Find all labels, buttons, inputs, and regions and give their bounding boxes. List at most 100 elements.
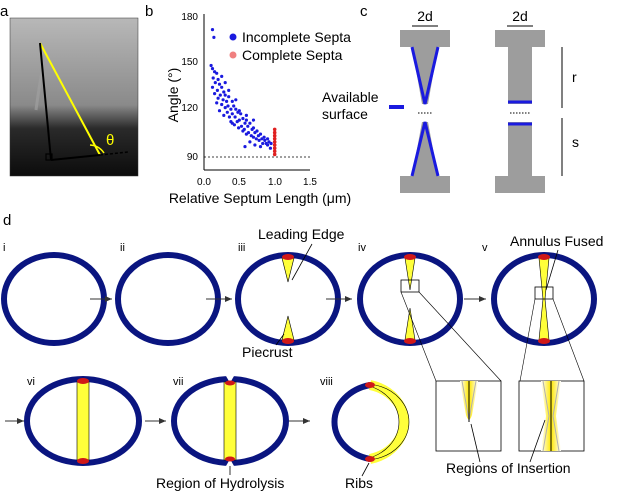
incomplete-septa-point: [262, 135, 266, 139]
cell-v: [491, 252, 597, 346]
incomplete-septa-point: [239, 124, 244, 128]
theta-label: θ: [106, 132, 114, 149]
legend-incomplete: Incomplete Septa: [242, 29, 351, 45]
incomplete-septa-point: [251, 118, 256, 122]
stage-i: i: [3, 242, 5, 254]
incomplete-septa-point: [261, 141, 265, 146]
incomplete-septa-point: [234, 107, 238, 111]
cell-iv: [357, 252, 463, 346]
incomplete-septa-point: [248, 121, 252, 125]
incomplete-septa-point: [211, 76, 215, 80]
label-r: r: [572, 69, 577, 85]
incomplete-septa-point: [230, 112, 234, 116]
stage-ii: ii: [120, 242, 125, 254]
panel-a-label: a: [0, 3, 9, 20]
label-s: s: [572, 134, 579, 150]
leading-edge-label: Leading Edge: [258, 226, 345, 242]
incomplete-septa-point: [266, 137, 270, 141]
incomplete-septa-point: [229, 107, 233, 111]
incomplete-septa-point: [217, 109, 222, 113]
incomplete-septa-point: [230, 121, 234, 125]
incomplete-septa-point: [213, 92, 217, 96]
y-tick-90: 90: [187, 152, 199, 163]
incomplete-septa-point: [215, 71, 219, 75]
chart-points: [209, 28, 277, 157]
incomplete-septa-point: [263, 138, 267, 142]
incomplete-septa-point: [227, 95, 231, 99]
incomplete-septa-point: [233, 115, 237, 119]
incomplete-septa-point: [256, 134, 260, 138]
x-tick-1-0: 1.0: [268, 177, 282, 188]
incomplete-septa-point: [220, 74, 224, 78]
stage-vi: vi: [27, 376, 35, 388]
incomplete-septa-point: [239, 112, 243, 116]
label-2d-right: 2d: [512, 8, 528, 24]
incomplete-septa-point: [251, 135, 256, 139]
incomplete-septa-point: [260, 137, 264, 141]
incomplete-septa-point: [253, 131, 257, 135]
regions-of-insertion-label: Regions of Insertion: [446, 460, 571, 476]
inset-iv: [400, 291, 502, 452]
incomplete-septa-point: [215, 88, 219, 92]
incomplete-septa-point: [221, 98, 225, 102]
incomplete-septa-point: [232, 104, 236, 108]
complete-septa-point: [272, 130, 277, 135]
incomplete-septa-point: [223, 81, 227, 85]
incomplete-septa-point: [218, 93, 222, 97]
inset-v: [518, 298, 585, 452]
cell-ii: [115, 252, 221, 346]
incomplete-septa-point: [230, 99, 234, 103]
stage-iv: iv: [358, 242, 366, 254]
incomplete-septa-point: [241, 129, 245, 133]
incomplete-septa-point: [237, 126, 241, 130]
zoom-box-v: [534, 286, 554, 300]
panel-a-micrograph: θ: [9, 17, 139, 177]
incomplete-septa-point: [258, 145, 263, 149]
incomplete-septa-point: [223, 106, 227, 110]
incomplete-septa-point: [213, 81, 217, 85]
panel-c-label: c: [360, 3, 368, 20]
incomplete-septa-point: [244, 132, 248, 136]
incomplete-septa-point: [220, 102, 224, 107]
legend-complete: Complete Septa: [242, 47, 343, 63]
incomplete-septa-point: [244, 118, 248, 122]
incomplete-septa-point: [257, 138, 261, 142]
incomplete-septa-point: [237, 109, 241, 113]
panel-b-label: b: [145, 3, 153, 20]
cell-iii: [235, 252, 341, 346]
incomplete-septa-point: [210, 28, 215, 32]
incomplete-septa-point: [246, 124, 250, 128]
incomplete-septa-point: [253, 143, 257, 147]
y-axis-label: Angle (°): [165, 68, 181, 123]
incomplete-septa-point: [266, 143, 270, 147]
complete-septa-point: [272, 137, 277, 141]
label-2d-left: 2d: [417, 8, 433, 24]
x-tick-0-5: 0.5: [232, 177, 246, 188]
region-of-hydrolysis-label: Region of Hydrolysis: [156, 475, 284, 491]
complete-septa-point: [272, 140, 277, 144]
incomplete-septa-point: [210, 85, 215, 89]
incomplete-septa-point: [269, 141, 273, 146]
panel-d-label: d: [3, 212, 11, 229]
incomplete-septa-point: [250, 127, 254, 131]
incomplete-septa-point: [235, 120, 239, 124]
incomplete-septa-point: [225, 99, 229, 103]
incomplete-septa-point: [234, 98, 238, 102]
scatter-chart: 180 150 120 90 0.0 0.5 1.0 1.5 Relative …: [165, 12, 351, 206]
incomplete-septa-point: [210, 67, 215, 71]
cell-vi: [24, 376, 142, 466]
incomplete-septa-point: [241, 116, 245, 121]
legend-marker-incomplete: [229, 33, 237, 41]
incomplete-septa-point: [248, 140, 252, 144]
zoom-box-iv: [400, 279, 420, 293]
incomplete-septa-point: [244, 113, 248, 117]
ribs-label: Ribs: [345, 475, 373, 491]
stage-viii: viii: [320, 376, 333, 388]
piecrust-label: Piecrust: [242, 344, 293, 360]
incomplete-septa-point: [212, 35, 216, 40]
stage-vii: vii: [173, 376, 183, 388]
annulus-fused-label: Annulus Fused: [510, 233, 603, 249]
incomplete-septa-point: [243, 121, 247, 125]
